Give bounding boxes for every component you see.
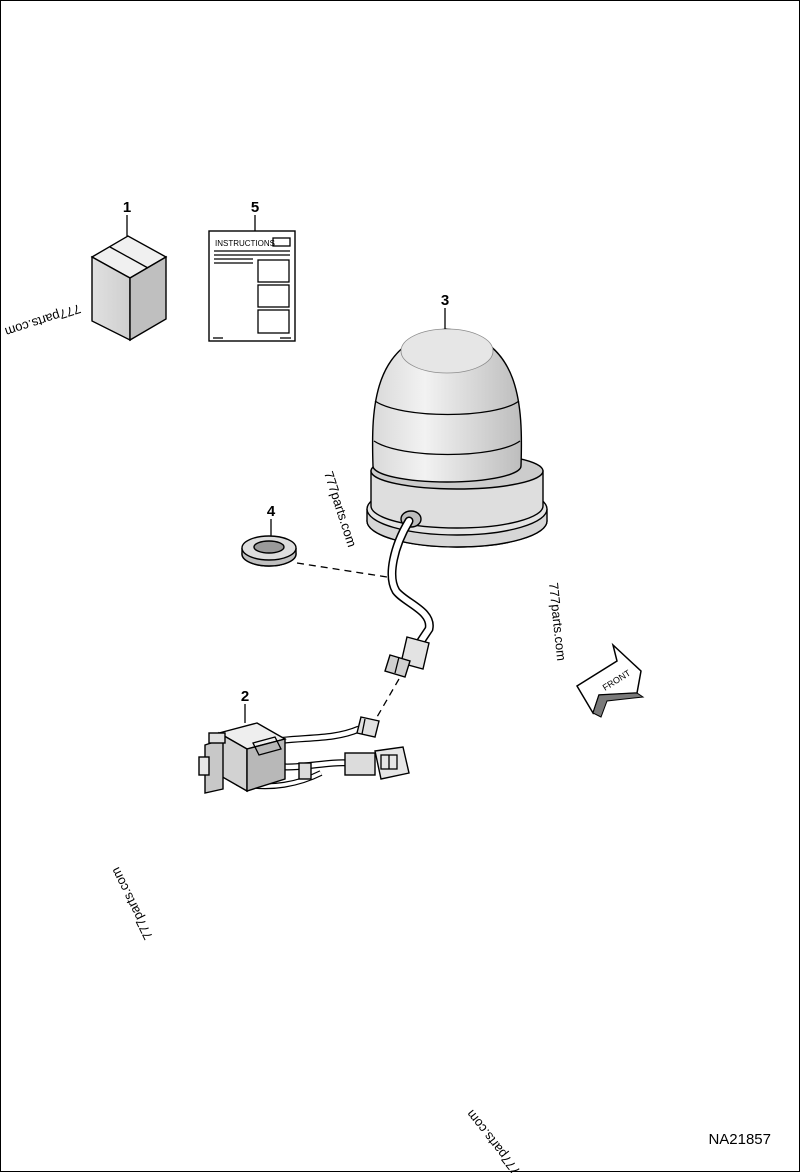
callout-4: 4 xyxy=(267,503,276,520)
watermark-3: 777parts.com xyxy=(546,582,569,662)
callout-2: 2 xyxy=(241,688,249,705)
drawing-id: NA21857 xyxy=(708,1131,771,1148)
callout-1: 1 xyxy=(123,199,131,216)
watermark-1: 777parts.com xyxy=(3,301,83,340)
beacon-cable xyxy=(384,516,434,678)
watermark-2: 777parts.com xyxy=(321,469,360,549)
instructions-label: INSTRUCTIONS xyxy=(215,239,275,248)
dashed-line-connector xyxy=(376,678,400,718)
wiring-harness-part xyxy=(198,716,410,794)
grommet-part xyxy=(241,535,297,567)
callout-3: 3 xyxy=(441,292,449,309)
dashed-line-grommet xyxy=(296,562,388,578)
instructions-sheet: INSTRUCTIONS xyxy=(208,230,296,342)
watermark-4: 777parts.com xyxy=(108,865,156,942)
beacon-light-part xyxy=(366,328,548,548)
watermark-5: 777parts.com xyxy=(463,1107,523,1173)
callout-5: 5 xyxy=(251,199,259,216)
box-part xyxy=(90,235,168,342)
front-arrow: FRONT xyxy=(575,642,645,718)
